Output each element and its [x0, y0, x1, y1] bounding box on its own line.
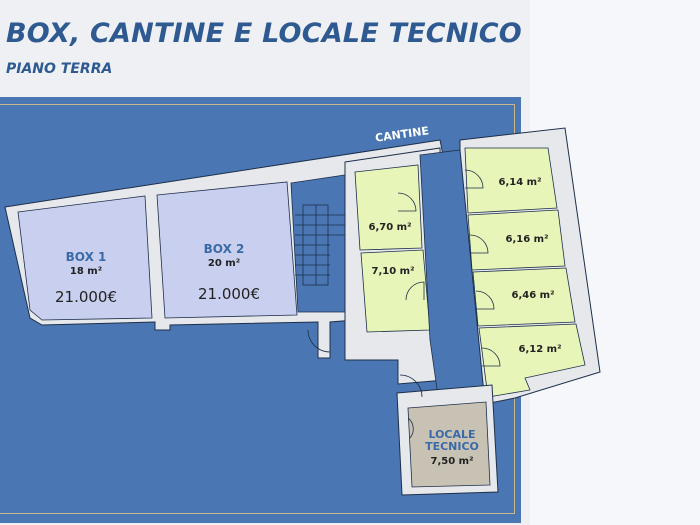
cantina-7-10: [360, 249, 431, 333]
cantina-area-6-14: 6,14 m²: [498, 177, 542, 188]
locale-tecnico-area: 7,50 m²: [430, 456, 474, 467]
stair-hall: [290, 174, 349, 313]
cantina-area-6-46: 6,46 m²: [511, 290, 555, 301]
stairs-icon: [295, 204, 345, 286]
box-2-area: 20 m²: [207, 258, 241, 269]
cantina-area-6-16: 6,16 m²: [505, 234, 549, 245]
locale-tecnico-name-line1: LOCALE: [428, 428, 476, 441]
box-1-name: BOX 1: [65, 250, 107, 264]
page-subtitle: PIANO TERRA: [6, 61, 113, 77]
locale-tecnico-name-line2: TECNICO: [425, 440, 479, 453]
cantina-6-70: [354, 164, 423, 251]
box-1-price: 21.000€: [54, 288, 118, 306]
locale-tecnico-room: [407, 401, 491, 488]
page-title: BOX, CANTINE E LOCALE TECNICO: [6, 18, 522, 49]
box-1-area: 18 m²: [69, 266, 103, 277]
box-2-room: [156, 181, 298, 319]
door-icons: [307, 169, 501, 439]
cantina-6-16: [467, 209, 566, 271]
box-2-name: BOX 2: [203, 242, 245, 256]
cantina-6-14: [464, 147, 558, 214]
cantina-area-6-12: 6,12 m²: [518, 344, 562, 355]
cantina-area-6-70: 6,70 m²: [368, 222, 412, 233]
cantina-area-7-10: 7,10 m²: [371, 266, 415, 277]
box-1-room: [17, 195, 153, 321]
cantina-6-46: [472, 267, 576, 327]
box-2-price: 21.000€: [197, 285, 261, 303]
